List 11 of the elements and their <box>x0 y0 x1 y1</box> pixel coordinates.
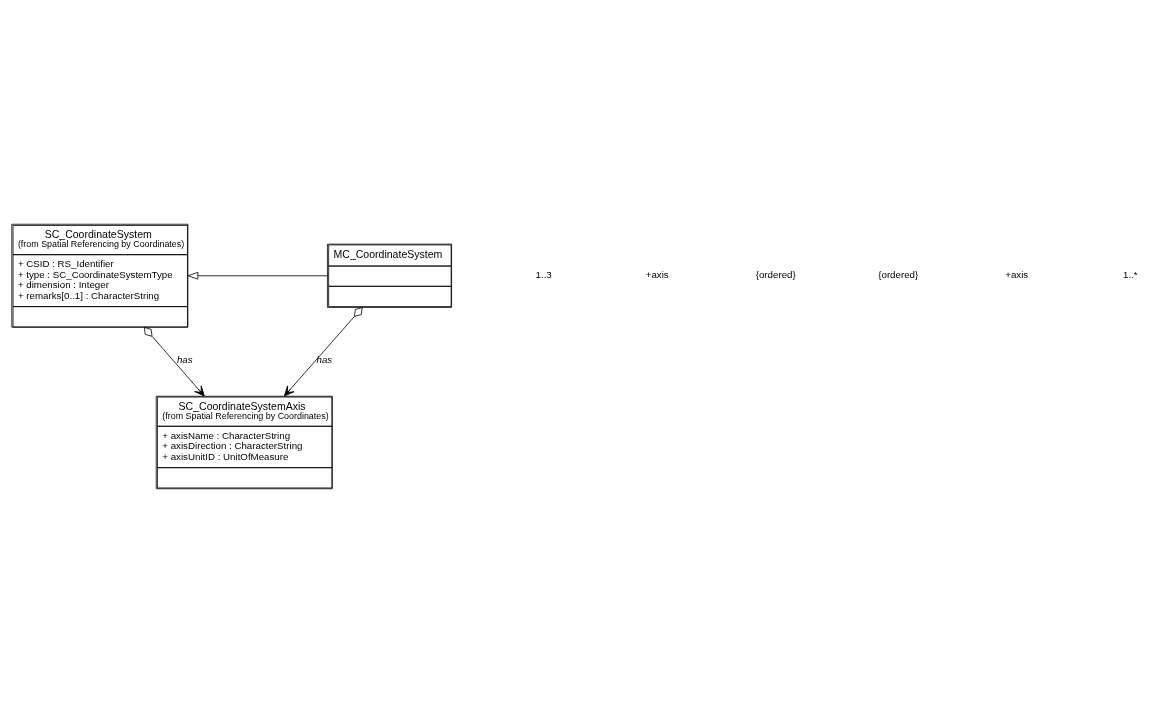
label: +axis <box>645 269 669 281</box>
label: +axis <box>1005 269 1029 281</box>
label: 1..3 <box>535 269 552 281</box>
label: 1..* <box>1122 269 1138 281</box>
edge-label: has <box>176 354 193 366</box>
arrow <box>187 271 328 280</box>
edge-label: has <box>316 354 333 366</box>
arrow <box>283 307 363 397</box>
arrow <box>143 327 205 397</box>
label: {ordered} <box>755 269 796 281</box>
label: {ordered} <box>878 269 919 281</box>
